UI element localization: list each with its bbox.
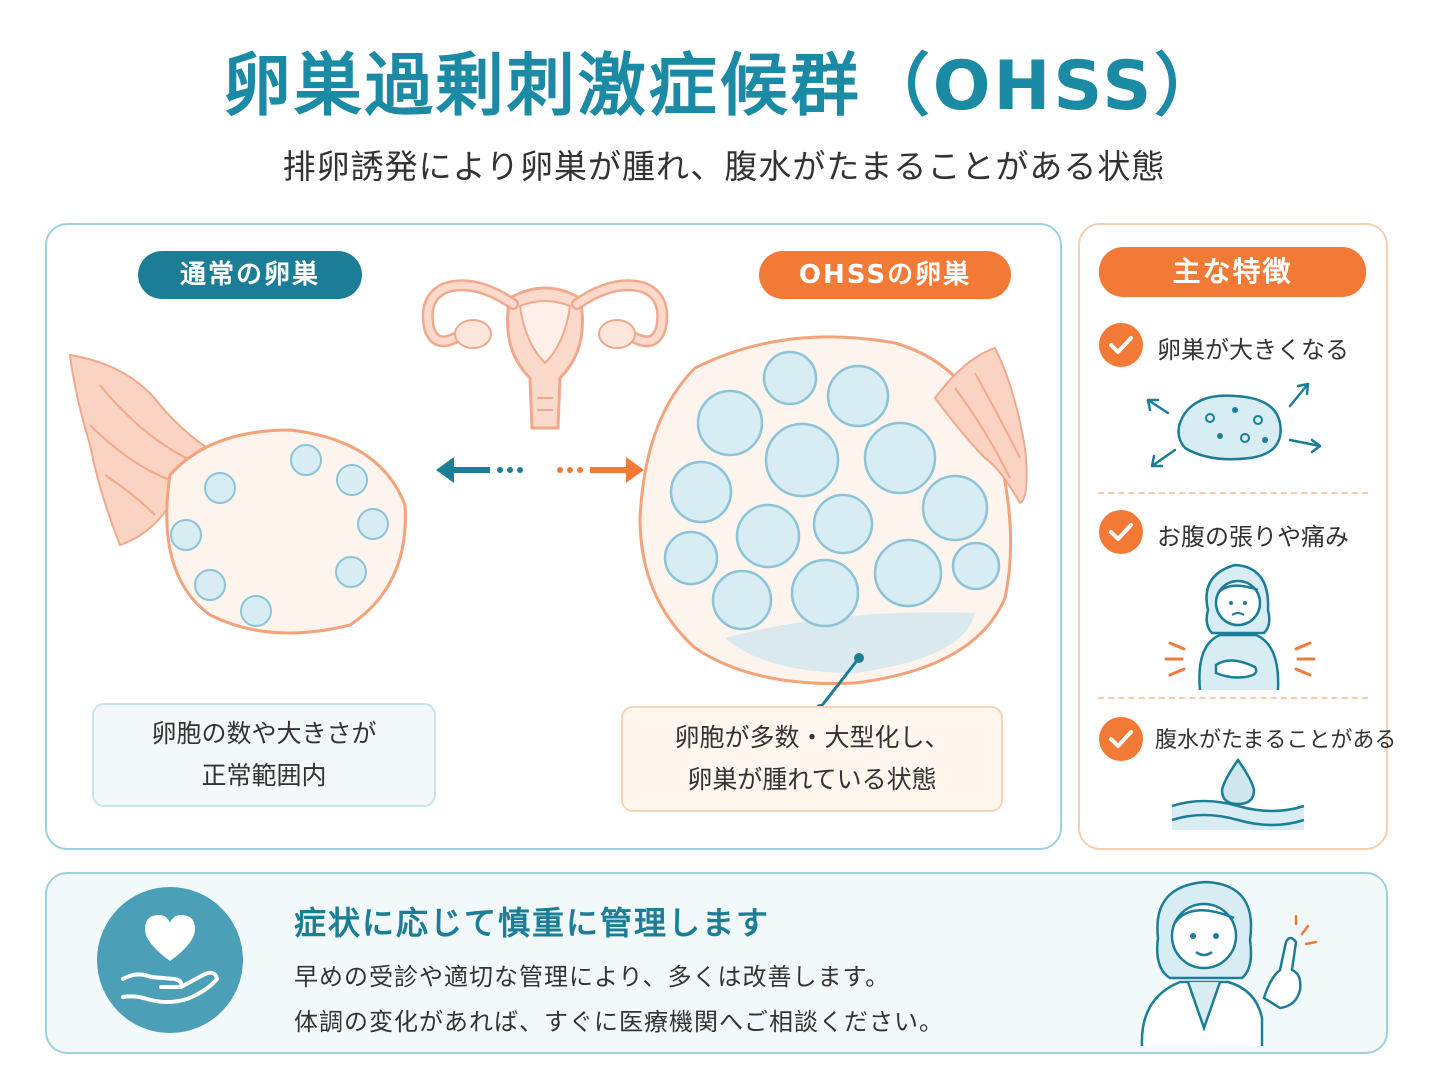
feature-divider — [1098, 697, 1368, 699]
ohss-ovary-label: OHSSの卵巣 — [759, 251, 1011, 299]
feature-label: お腹の張りや痛み — [1157, 523, 1349, 551]
check-icon — [1099, 323, 1143, 367]
abdominal-pain-woman-icon — [1164, 563, 1316, 691]
ohss-description-line: 卵胞が多数・大型化し、 — [674, 723, 950, 752]
ohss-description-line: 卵巣が腫れている状態 — [687, 765, 937, 794]
feature-label: 腹水がたまることがある — [1155, 728, 1397, 753]
enlarged-ovary-icon — [1146, 382, 1322, 468]
page-subtitle: 排卵誘発により卵巣が腫れ、腹水がたまることがある状態 — [282, 147, 1166, 186]
check-icon — [1099, 717, 1143, 761]
features-title: 主な特徴 — [1099, 247, 1366, 297]
heart-hand-icon — [97, 887, 243, 1033]
fluid-drop-icon — [1171, 757, 1305, 830]
normal-ovary-illustration — [68, 353, 407, 635]
management-title: 症状に応じて慎重に管理します — [294, 904, 771, 942]
uterus-icon — [421, 279, 669, 430]
management-line: 早めの受診や適切な管理により、多くは改善します。 — [294, 963, 891, 991]
normal-description-line: 正常範囲内 — [201, 761, 327, 790]
doctor-icon — [1140, 880, 1318, 1047]
check-icon — [1099, 510, 1143, 554]
page-title: 卵巣過剰刺激症候群（OHSS） — [222, 47, 1226, 126]
ohss-ovary-description: 卵胞が多数・大型化し、 卵巣が腫れている状態 — [621, 706, 1003, 812]
ohss-ovary-illustration — [638, 335, 1028, 712]
normal-ovary-description: 卵胞の数や大きさが 正常範囲内 — [92, 703, 436, 807]
comparison-arrows — [436, 457, 644, 483]
feature-divider — [1098, 492, 1368, 494]
normal-description-line: 卵胞の数や大きさが — [151, 719, 377, 748]
normal-ovary-label: 通常の卵巣 — [138, 251, 362, 299]
feature-label: 卵巣が大きくなる — [1157, 336, 1349, 364]
management-line: 体調の変化があれば、すぐに医療機関へご相談ください。 — [294, 1008, 944, 1036]
